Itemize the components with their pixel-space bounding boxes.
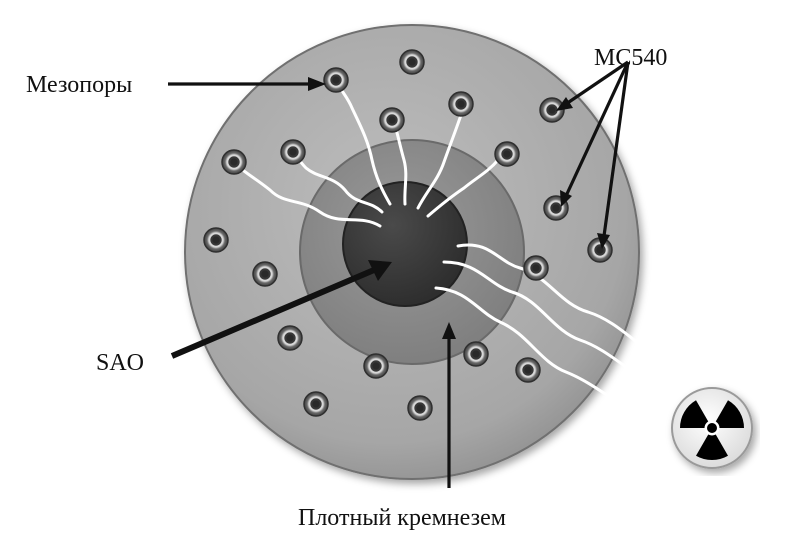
mesopore	[252, 261, 278, 287]
mesopore	[303, 391, 329, 417]
radiation-hazard-icon	[671, 387, 753, 469]
mesopore	[379, 107, 405, 133]
label-mesopores: Мезопоры	[26, 72, 132, 98]
mesopore	[539, 97, 565, 123]
mesopore	[523, 255, 549, 281]
mesopore	[280, 139, 306, 165]
mesopore	[277, 325, 303, 351]
mesopore	[407, 395, 433, 421]
label-sao: SAO	[96, 350, 144, 376]
label-dense-silica: Плотный кремнезем	[298, 505, 506, 531]
emission-rays-to-source	[434, 243, 718, 438]
mesopore	[221, 149, 247, 175]
mesopore	[203, 227, 229, 253]
mesopore	[363, 353, 389, 379]
mesopore	[494, 141, 520, 167]
mesopores-group	[203, 49, 613, 421]
mesopore	[399, 49, 425, 75]
annotation-arrows	[168, 60, 630, 488]
mesopore	[515, 357, 541, 383]
mesopore	[448, 91, 474, 117]
mesopore	[463, 341, 489, 367]
mesopore	[323, 67, 349, 93]
label-mc540: MC540	[594, 45, 667, 71]
